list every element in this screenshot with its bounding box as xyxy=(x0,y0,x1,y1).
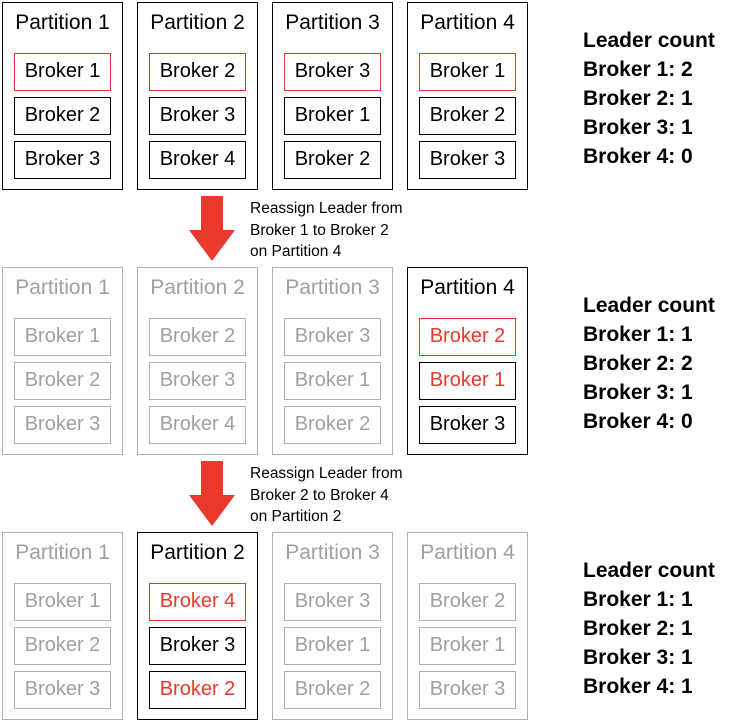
leader-count-line: Broker 2: 2 xyxy=(583,352,693,375)
partition-title: Partition 4 xyxy=(420,276,515,299)
partition-box: Partition 3 Broker 3 Broker 1 Broker 2 xyxy=(272,2,393,190)
broker-box: Broker 3 xyxy=(419,671,516,709)
broker-box: Broker 1 xyxy=(14,583,111,621)
broker-box: Broker 3 xyxy=(149,97,246,135)
broker-box: Broker 2 xyxy=(284,671,381,709)
broker-box: Broker 3 xyxy=(149,627,246,665)
partition-box: Partition 3 Broker 3 Broker 1 Broker 2 xyxy=(272,267,393,455)
leader-count-line: Broker 4: 0 xyxy=(583,145,693,168)
partition-title: Partition 4 xyxy=(420,11,515,34)
partition-title: Partition 3 xyxy=(285,541,380,564)
broker-box: Broker 2 xyxy=(149,53,246,91)
broker-box: Broker 2 xyxy=(149,318,246,356)
leader-count-line: Broker 4: 1 xyxy=(583,675,693,698)
leader-count-line: Broker 1: 1 xyxy=(583,588,693,611)
partition-title: Partition 2 xyxy=(150,11,245,34)
broker-box: Broker 3 xyxy=(419,406,516,444)
partition-title: Partition 4 xyxy=(420,541,515,564)
broker-box: Broker 3 xyxy=(419,141,516,179)
reassign-step-line: Reassign Leader from xyxy=(250,465,403,482)
partition-title: Partition 2 xyxy=(150,276,245,299)
broker-box: Broker 2 xyxy=(284,141,381,179)
broker-box: Broker 3 xyxy=(284,583,381,621)
partition-box: Partition 1 Broker 1 Broker 2 Broker 3 xyxy=(2,2,123,190)
leader-count-line: Broker 2: 1 xyxy=(583,617,693,640)
broker-box: Broker 4 xyxy=(149,406,246,444)
partition-box: Partition 4 Broker 1 Broker 2 Broker 3 xyxy=(407,2,528,190)
leader-count-line: Broker 3: 1 xyxy=(583,646,693,669)
arrow-shape xyxy=(189,461,235,526)
partition-box: Partition 4 Broker 2 Broker 1 Broker 3 xyxy=(407,267,528,455)
partition-box: Partition 1 Broker 1 Broker 2 Broker 3 xyxy=(2,267,123,455)
broker-box: Broker 2 xyxy=(284,406,381,444)
broker-box: Broker 1 xyxy=(419,362,516,400)
broker-box: Broker 2 xyxy=(14,627,111,665)
partition-box: Partition 2 Broker 4 Broker 3 Broker 2 xyxy=(137,532,258,720)
broker-box: Broker 1 xyxy=(14,318,111,356)
partition-box: Partition 3 Broker 3 Broker 1 Broker 2 xyxy=(272,532,393,720)
broker-box: Broker 2 xyxy=(149,671,246,709)
broker-box: Broker 2 xyxy=(419,97,516,135)
broker-box: Broker 3 xyxy=(284,53,381,91)
reassign-step-line: Broker 2 to Broker 4 xyxy=(250,486,389,504)
broker-box: Broker 4 xyxy=(149,583,246,621)
partition-title: Partition 1 xyxy=(15,276,110,299)
partition-title: Partition 1 xyxy=(15,541,110,564)
partition-box: Partition 2 Broker 2 Broker 3 Broker 4 xyxy=(137,267,258,455)
leader-count-line: Broker 2: 1 xyxy=(583,87,693,110)
partition-box: Partition 4 Broker 2 Broker 1 Broker 3 xyxy=(407,532,528,720)
broker-box: Broker 3 xyxy=(14,406,111,444)
leader-count-line: Broker 3: 1 xyxy=(583,381,693,404)
broker-box: Broker 2 xyxy=(14,362,111,400)
down-arrow-icon xyxy=(189,196,235,261)
leader-count-line: Broker 4: 0 xyxy=(583,410,693,433)
reassign-step-line: on Partition 2 xyxy=(250,508,342,525)
reassign-step-line: Broker 1 to Broker 2 xyxy=(250,221,389,239)
leader-count-line: Broker 3: 1 xyxy=(583,116,693,139)
down-arrow-icon xyxy=(189,461,235,526)
partition-title: Partition 3 xyxy=(285,276,380,299)
partition-box: Partition 1 Broker 1 Broker 2 Broker 3 xyxy=(2,532,123,720)
broker-box: Broker 2 xyxy=(14,97,111,135)
broker-box: Broker 3 xyxy=(14,141,111,179)
broker-box: Broker 3 xyxy=(149,362,246,400)
leader-count-heading: Leader count xyxy=(583,294,715,317)
broker-box: Broker 1 xyxy=(284,97,381,135)
reassign-step-line: Reassign Leader from xyxy=(250,200,403,217)
broker-box: Broker 1 xyxy=(419,53,516,91)
reassign-step-line: on Partition 4 xyxy=(250,243,342,260)
broker-box: Broker 1 xyxy=(284,362,381,400)
leader-count-line: Broker 1: 1 xyxy=(583,323,693,346)
broker-box: Broker 1 xyxy=(419,627,516,665)
broker-box: Broker 1 xyxy=(284,627,381,665)
broker-box: Broker 3 xyxy=(284,318,381,356)
leader-count-line: Broker 1: 2 xyxy=(583,58,693,81)
broker-box: Broker 4 xyxy=(149,141,246,179)
leader-count-heading: Leader count xyxy=(583,559,715,582)
partition-title: Partition 2 xyxy=(150,541,245,564)
broker-box: Broker 2 xyxy=(419,583,516,621)
partition-title: Partition 1 xyxy=(15,11,110,34)
broker-box: Broker 2 xyxy=(419,318,516,356)
partition-box: Partition 2 Broker 2 Broker 3 Broker 4 xyxy=(137,2,258,190)
partition-title: Partition 3 xyxy=(285,11,380,34)
broker-box: Broker 1 xyxy=(14,53,111,91)
broker-box: Broker 3 xyxy=(14,671,111,709)
arrow-shape xyxy=(189,196,235,261)
leader-count-heading: Leader count xyxy=(583,29,715,52)
